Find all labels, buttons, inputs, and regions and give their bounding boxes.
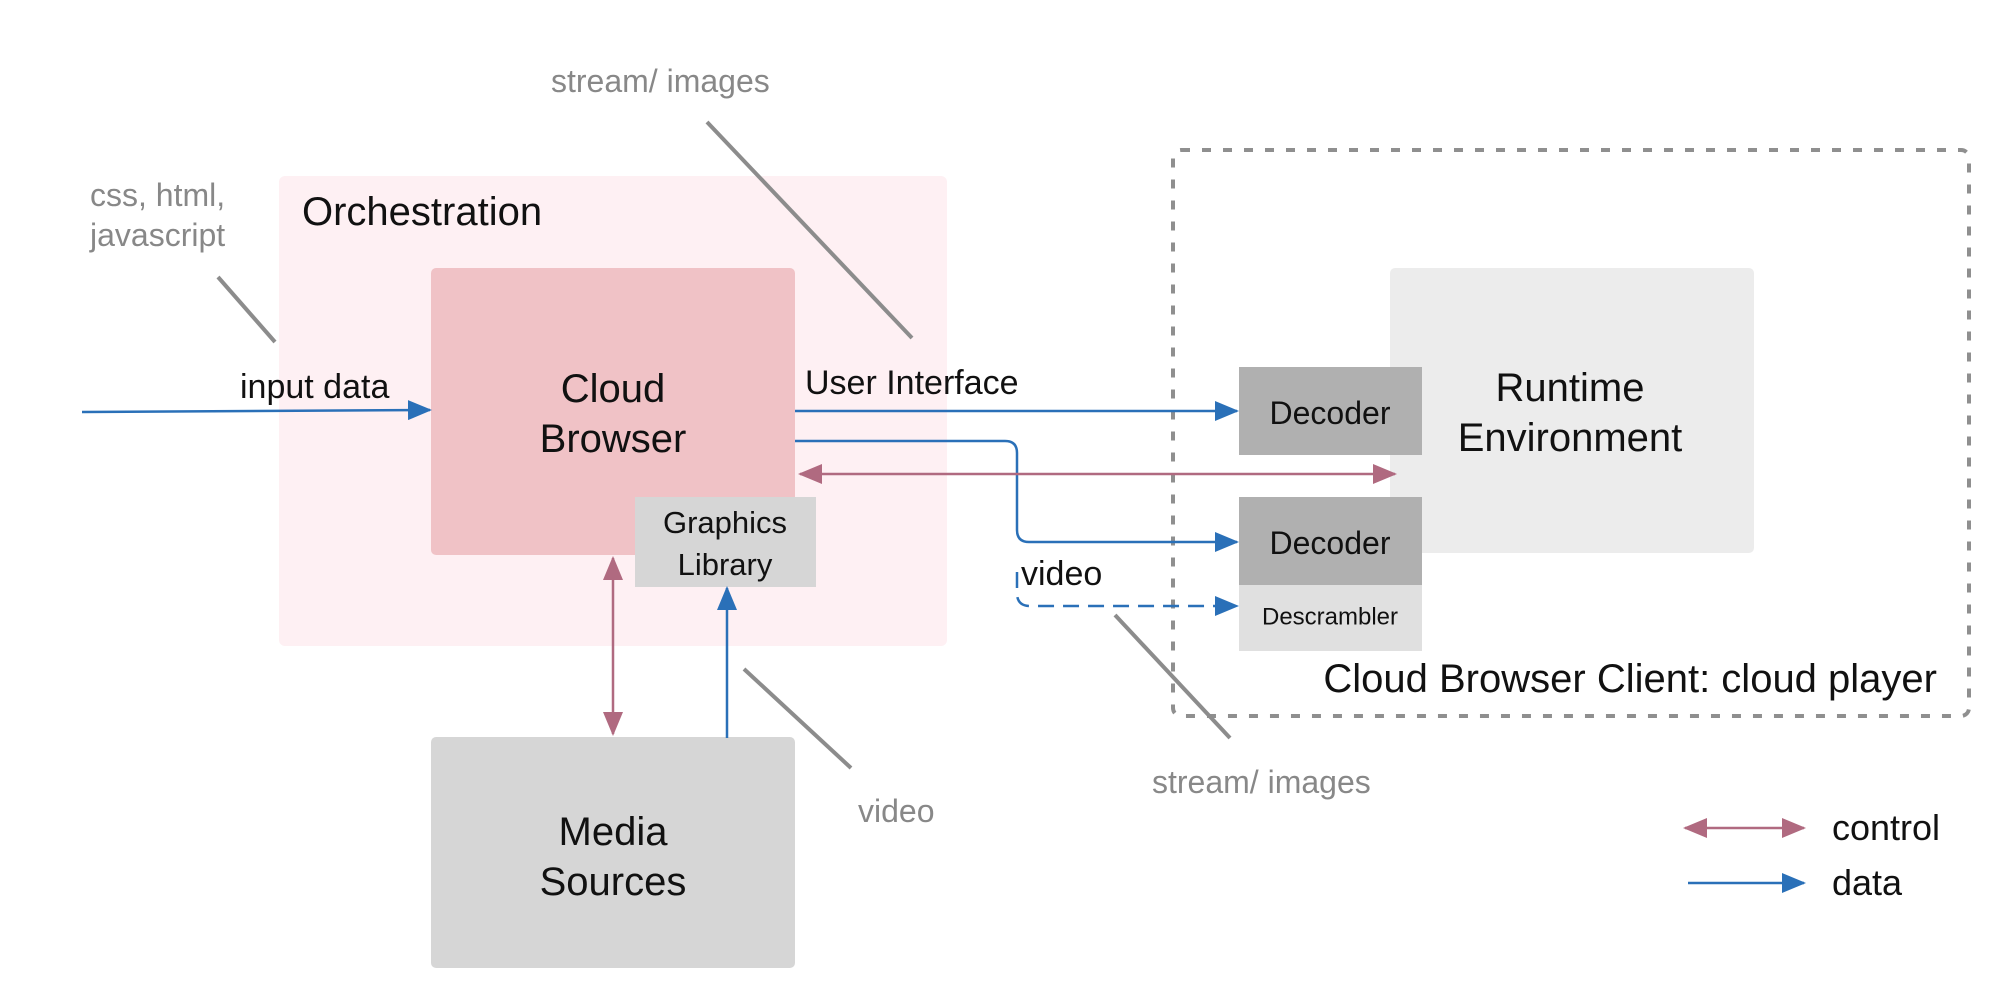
graphics-library-box <box>635 497 816 587</box>
graphics-library-label-line2: Library <box>678 547 773 582</box>
scrambled-video-dashed-arrow <box>1015 572 1239 616</box>
legend: control data <box>1683 807 1940 903</box>
input-data-label: input data <box>240 368 389 406</box>
media-sources-label-line2: Sources <box>540 860 687 904</box>
decoder-bottom-label: Decoder <box>1270 525 1391 561</box>
media-sources-label-line1: Media <box>559 810 669 854</box>
runtime-environment-label-line2: Environment <box>1458 416 1683 460</box>
decoder-top-box <box>1239 367 1422 455</box>
graphics-library-label-line1: Graphics <box>663 505 787 540</box>
cloud-browser-label-line2: Browser <box>540 417 687 461</box>
runtime-environment-box <box>1390 268 1754 553</box>
cloud-browser-box <box>431 268 795 555</box>
media-sources-box <box>431 737 795 968</box>
decoder-top-label: Decoder <box>1270 395 1391 431</box>
decoder-bottom-box <box>1239 497 1422 585</box>
video-bottom-annotation: video <box>858 793 935 829</box>
legend-control-label: control <box>1832 807 1940 848</box>
video-data-arrow <box>795 439 1239 552</box>
client-label: Cloud Browser Client: cloud player <box>1323 657 1937 701</box>
css-html-annotation-line2: javascript <box>89 217 225 253</box>
css-html-annotation-line1: css, html, <box>90 177 225 213</box>
stream-images-bottom-annotation: stream/ images <box>1152 764 1371 800</box>
runtime-environment-label-line1: Runtime <box>1496 366 1645 410</box>
stream-bottom-leader-line <box>1113 613 1232 740</box>
stream-images-top-annotation: stream/ images <box>551 63 770 99</box>
css-leader-line <box>216 275 277 344</box>
descrambler-box <box>1239 585 1422 651</box>
user-interface-label: User Interface <box>805 364 1019 402</box>
orchestration-label: Orchestration <box>302 190 542 234</box>
input-data-arrow <box>81 400 432 421</box>
legend-data-label: data <box>1832 862 1903 903</box>
video-bottom-leader-line <box>742 667 853 770</box>
client-region <box>1171 148 1971 718</box>
stream-top-leader-line <box>705 120 914 340</box>
cloud-browser-label-line1: Cloud <box>561 367 666 411</box>
descrambler-label: Descrambler <box>1262 603 1398 630</box>
video-right-label: video <box>1021 555 1102 593</box>
